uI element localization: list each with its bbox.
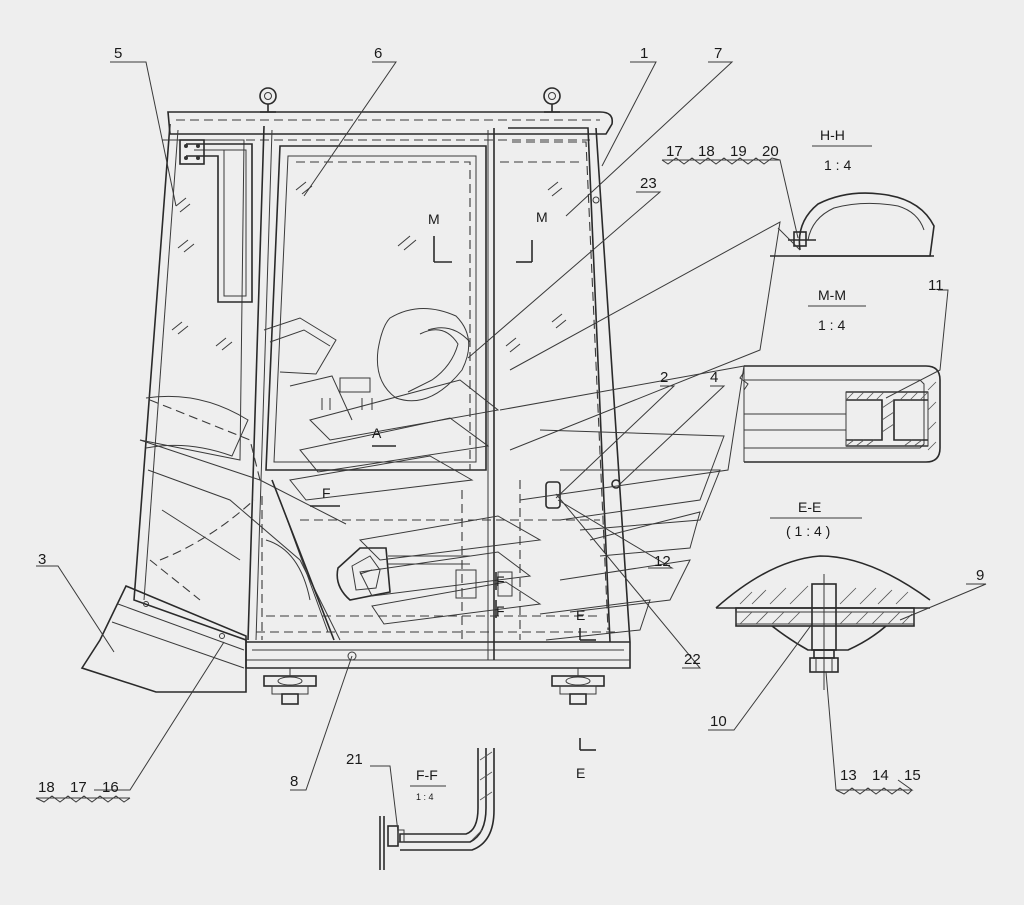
callout-22: 22 <box>684 651 701 668</box>
section-titles: H-H 1 : 4 M-M 1 : 4 E-E ( 1 : 4 ) F-F 1 … <box>416 127 851 802</box>
marker-f-1: F <box>322 485 331 501</box>
leader-lines <box>35 61 987 833</box>
section-mm-view <box>739 365 941 463</box>
callout-hh-17: 17 <box>666 143 683 160</box>
callout-group-18: 18 <box>38 779 55 796</box>
ff-scale: 1 : 4 <box>416 792 434 802</box>
marker-m-2: M <box>536 209 548 225</box>
marker-e-1: E <box>576 607 585 623</box>
callout-5: 5 <box>114 45 122 62</box>
callout-21: 21 <box>346 751 363 768</box>
section-planes <box>289 221 781 641</box>
ee-title: E-E <box>798 499 821 515</box>
hh-scale: 1 : 4 <box>824 157 851 173</box>
callout-ee-13: 13 <box>840 767 857 784</box>
ee-scale: ( 1 : 4 ) <box>786 523 830 539</box>
glass-hatch-marks <box>171 181 567 353</box>
lifting-eye-right <box>543 87 561 113</box>
callout-6: 6 <box>374 45 382 62</box>
callout-2: 2 <box>660 369 668 386</box>
callout-10: 10 <box>710 713 727 730</box>
callout-12: 12 <box>654 553 671 570</box>
callout-11: 11 <box>928 277 944 294</box>
ff-title: F-F <box>416 767 438 783</box>
marker-m-1: M <box>428 211 440 227</box>
callout-ee-14: 14 <box>872 767 889 784</box>
section-ee-view <box>715 555 931 690</box>
marker-e-2: E <box>576 765 585 781</box>
mm-title: M-M <box>818 287 846 303</box>
marker-a: A <box>372 425 382 441</box>
lifting-eye-left <box>259 87 277 113</box>
marker-f-2: F <box>496 573 505 589</box>
callout-hh-20: 20 <box>762 143 779 160</box>
mm-scale: 1 : 4 <box>818 317 845 333</box>
mount-left <box>263 668 317 705</box>
callout-group-16: 16 <box>102 779 119 796</box>
callout-hh-19: 19 <box>730 143 747 160</box>
callout-hh-18: 18 <box>698 143 715 160</box>
cab-main-view <box>80 87 781 751</box>
mount-right <box>551 668 605 705</box>
callout-9: 9 <box>976 567 984 584</box>
marker-f-3: F <box>496 603 505 619</box>
callout-7: 7 <box>714 45 722 62</box>
callout-ee-15: 15 <box>904 767 921 784</box>
hh-title: H-H <box>820 127 845 143</box>
callout-23: 23 <box>640 175 657 192</box>
callout-1: 1 <box>640 45 648 62</box>
section-markers: M M A F F F E E <box>322 209 585 781</box>
section-ff-view <box>379 748 495 870</box>
callout-3: 3 <box>38 551 46 568</box>
callout-group-17: 17 <box>70 779 87 796</box>
callout-8: 8 <box>290 773 298 790</box>
callout-4: 4 <box>710 369 718 386</box>
section-hh-view <box>770 192 935 257</box>
callout-labels: 5 6 1 7 23 2 4 11 3 12 9 22 10 8 21 18 1… <box>38 45 984 796</box>
